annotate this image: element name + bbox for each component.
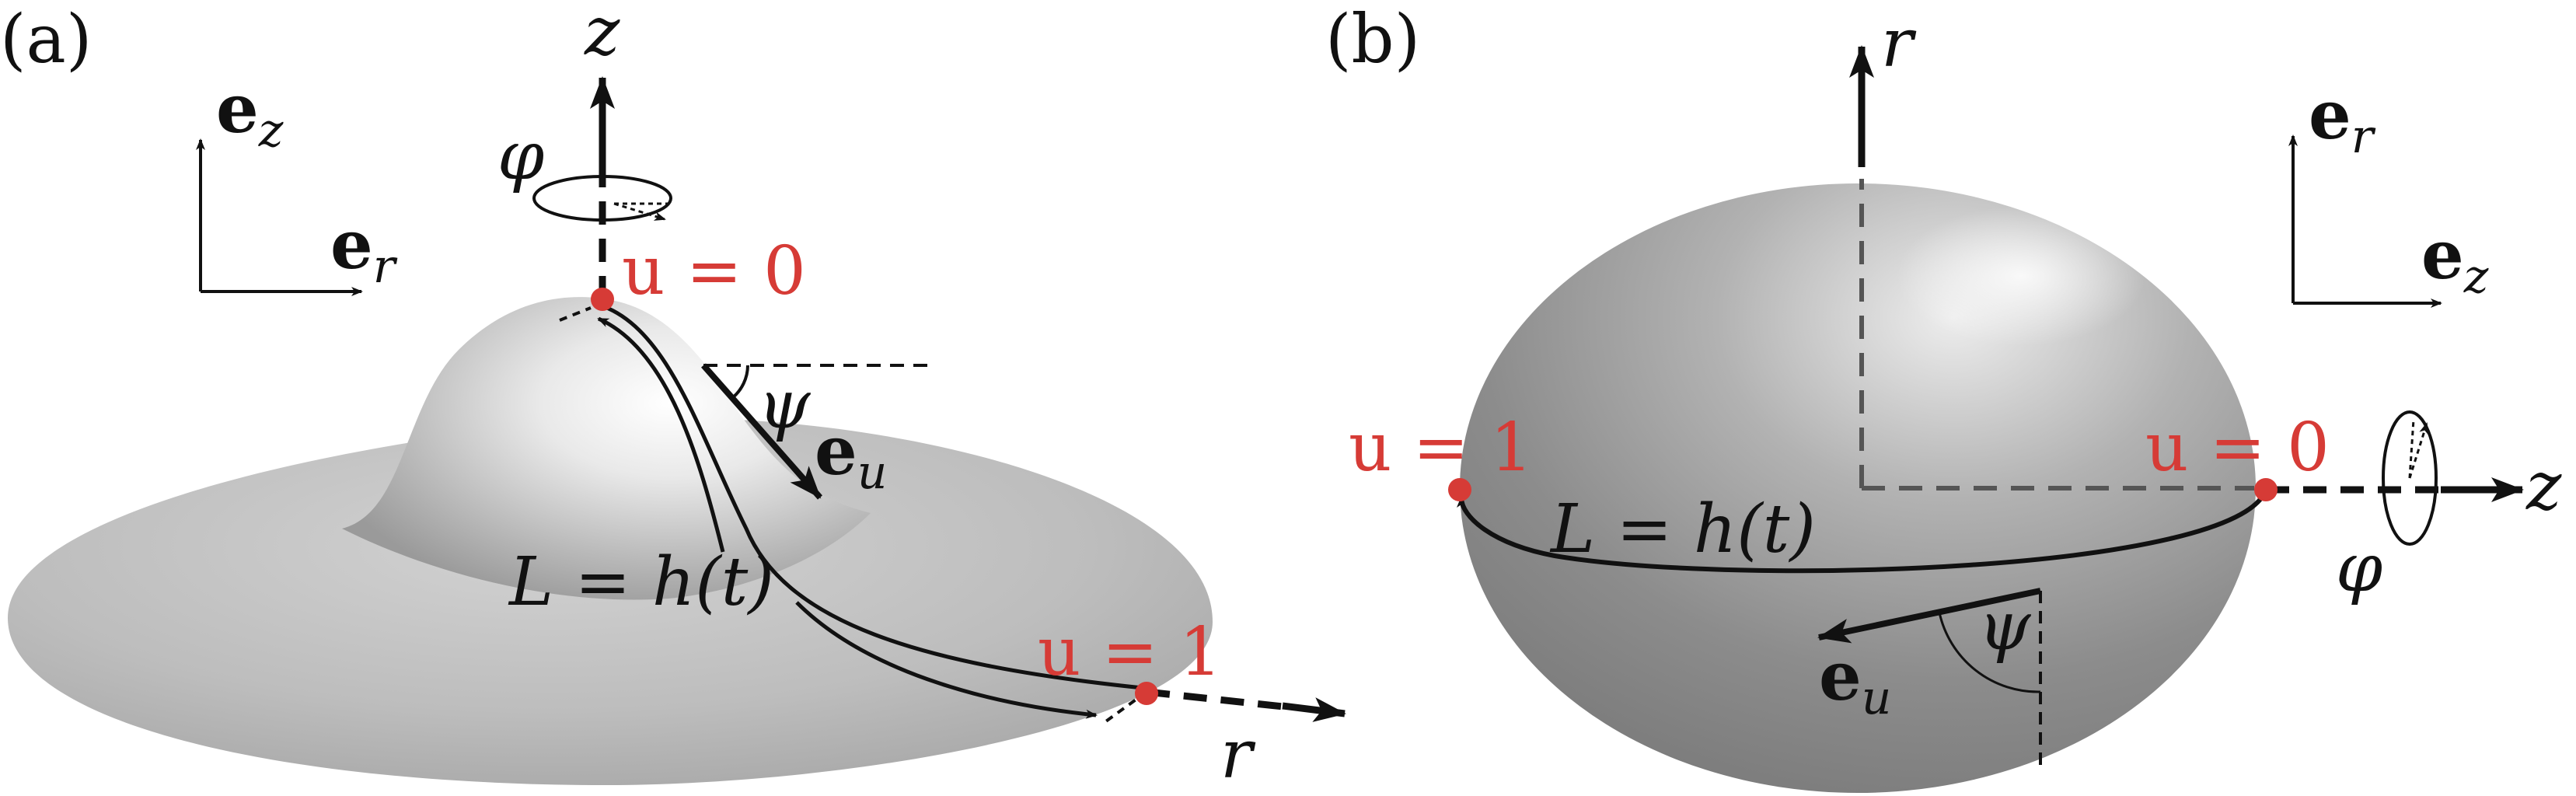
b-length-label: L = h(t) bbox=[1549, 491, 1816, 568]
a-axis-z-label: z bbox=[584, 0, 620, 71]
basis-ez-label: ez bbox=[216, 70, 284, 158]
a-eu-label: eu bbox=[815, 412, 887, 500]
a-point-rim-label: u = 1 bbox=[1038, 613, 1222, 691]
panel-a-basis: ez er bbox=[196, 70, 398, 296]
b-point-right-label: u = 0 bbox=[2145, 409, 2330, 487]
a-point-top-label: u = 0 bbox=[622, 232, 806, 310]
a-psi-label: ψ bbox=[758, 366, 812, 444]
a-eu-vector bbox=[701, 363, 822, 500]
a-point-rim bbox=[1135, 682, 1158, 705]
b-basis-er-label: er bbox=[2309, 76, 2376, 164]
a-length-label: L = h(t) bbox=[508, 543, 774, 621]
b-point-left bbox=[1448, 478, 1471, 501]
disc-surface bbox=[8, 417, 1213, 785]
a-path-lower bbox=[795, 601, 1098, 719]
panel-b-basis: er ez bbox=[2288, 76, 2489, 308]
a-phi-label: φ bbox=[497, 117, 544, 195]
bump-surface bbox=[342, 297, 871, 600]
b-axis-r-label: r bbox=[1881, 5, 1917, 82]
b-eu-vector bbox=[1817, 588, 2041, 644]
a-axis-r-label: r bbox=[1220, 716, 1256, 794]
a-point-top bbox=[591, 288, 614, 311]
b-phi-rotation: φ bbox=[2336, 410, 2438, 607]
b-point-left-label: u = 1 bbox=[1349, 409, 1533, 487]
panel-a-label: (a) bbox=[0, 1, 92, 79]
a-r-axis-arrow bbox=[1282, 697, 1346, 722]
a-r-axis-dashed bbox=[1146, 688, 1291, 711]
panel-b-label: (b) bbox=[1325, 1, 1420, 79]
a-path-inner bbox=[597, 316, 725, 553]
a-phi-rotation: φ bbox=[497, 117, 672, 222]
b-point-right bbox=[2254, 478, 2278, 501]
ellipsoid-highlight bbox=[1897, 206, 2145, 346]
b-axis-z-label: z bbox=[2525, 448, 2562, 525]
b-path bbox=[1457, 488, 2268, 574]
b-phi-label: φ bbox=[2336, 529, 2382, 607]
b-basis-ez-label: ez bbox=[2421, 216, 2489, 304]
b-eu-label: eu bbox=[1819, 637, 1891, 725]
b-psi-label: ψ bbox=[1978, 588, 2032, 665]
a-path-outer bbox=[598, 302, 1143, 690]
panel-a: (a) ez er z φ ψ bbox=[0, 0, 1346, 794]
basis-er-label: er bbox=[330, 206, 398, 294]
panel-b: (b) er ez r z φ ψ bbox=[1325, 1, 2562, 793]
